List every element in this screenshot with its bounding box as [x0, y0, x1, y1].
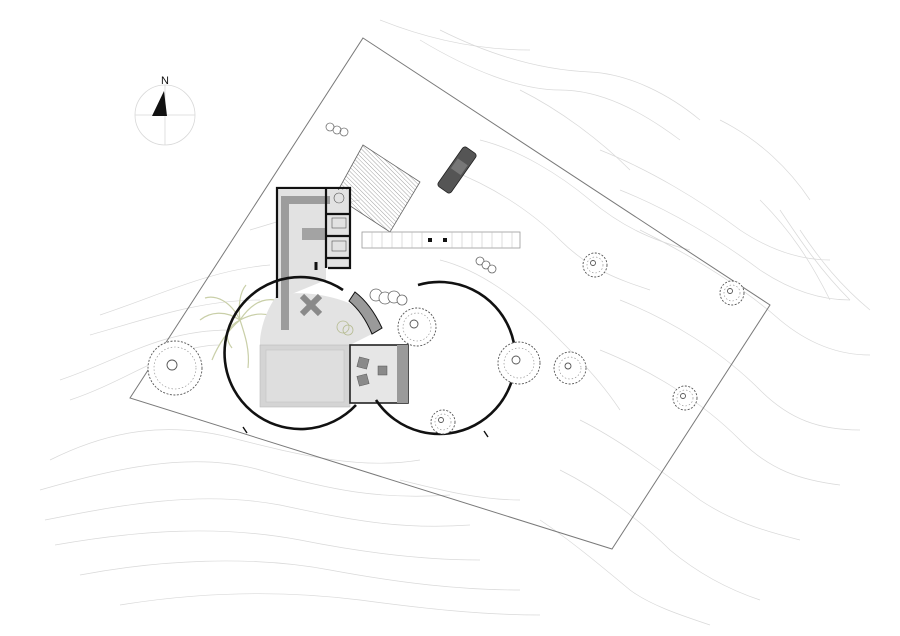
circular-wall-west — [223, 275, 357, 431]
tree-icon — [430, 409, 456, 435]
site-boundary — [129, 37, 771, 550]
tree-icon — [582, 252, 608, 278]
shrub-clusters — [369, 256, 497, 306]
tree-icon — [553, 351, 587, 385]
house-walls — [275, 186, 352, 298]
tree-icon — [719, 280, 745, 306]
wall-tick-marks — [242, 426, 489, 438]
north-label: N — [161, 75, 169, 87]
circular-wall-east — [374, 280, 517, 436]
palm-tree — [199, 284, 281, 369]
tree-icon — [147, 340, 203, 396]
car-icon — [437, 146, 477, 194]
lounge-furniture — [356, 356, 388, 387]
courtyard-plant — [336, 320, 354, 336]
circular-walls — [223, 275, 517, 436]
boardwalk — [361, 231, 521, 249]
tree-icon — [672, 385, 698, 411]
kitchen-counter — [281, 192, 347, 330]
curved-wall-segment — [348, 291, 383, 335]
tree-icon — [497, 341, 541, 385]
contour-lines — [39, 19, 871, 626]
north-arrow: N — [134, 75, 196, 146]
trees — [147, 252, 745, 435]
cross-element — [299, 293, 323, 317]
house-floor — [259, 190, 409, 408]
north-arrow-icon — [152, 91, 164, 116]
tree-icon — [397, 307, 437, 347]
shrub-cluster-north — [325, 122, 349, 137]
